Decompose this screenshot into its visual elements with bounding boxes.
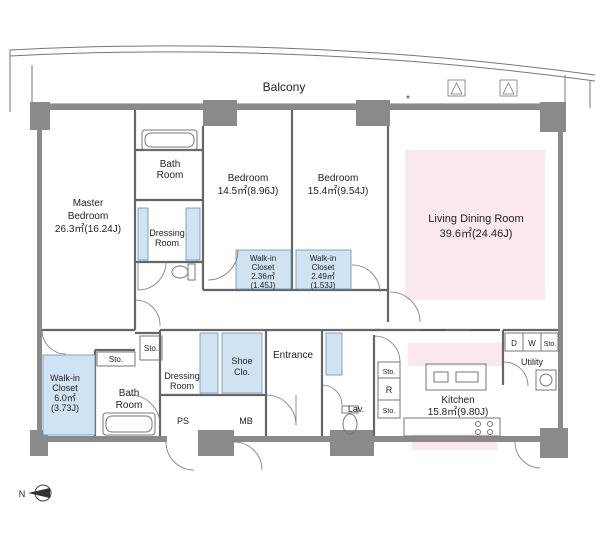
storage-kitchen-2-label: Sto. — [383, 408, 396, 415]
bath-room-bottom-label-2: Room — [116, 400, 143, 411]
dressing-room-bottom-label-1: Dressing — [164, 371, 200, 381]
dressing-closet-top — [137, 207, 149, 261]
lavatory-label: Lav. — [348, 404, 364, 414]
kitchen-area-label: 15.8㎡(9.80J) — [428, 406, 489, 418]
dressing-closet-top-right — [185, 207, 201, 261]
walk-in-closet-a — [235, 249, 292, 290]
wic-a-label-3: 2.36㎡ — [251, 272, 275, 281]
washer-label: W — [528, 339, 536, 348]
storage-utility-label: Sto. — [544, 341, 557, 348]
wic-b-label-3: 2.49㎡ — [311, 272, 335, 281]
kitchen-counter — [403, 363, 501, 437]
storage-left-label: Sto. — [109, 355, 123, 364]
bedroom-1-area: 14.5㎡(8.96J) — [218, 185, 279, 197]
wic-b-label-2: Closet — [312, 263, 335, 272]
entrance-label: Entrance — [273, 350, 313, 361]
washer-icon — [535, 369, 557, 391]
wic-a-label-4: (1.45J) — [251, 281, 276, 290]
wic-c-label-2: Closet — [52, 383, 78, 393]
bath-room-bottom-label-1: Bath — [119, 388, 140, 399]
walls — [30, 100, 568, 458]
dressing-closet-bottom — [199, 332, 219, 394]
dressing-room-top-label-1: Dressing — [149, 228, 185, 238]
wic-b-label-4: (1.53J) — [311, 281, 336, 290]
living-dining-area: 39.6㎡(24.46J) — [440, 227, 513, 240]
bedroom-1-label: Bedroom — [228, 173, 269, 184]
room-labels: Bath Room Bedroom 14.5㎡(8.96J) Bedroom 1… — [50, 159, 556, 426]
ps-label: PS — [177, 416, 189, 426]
balcony-area: Balcony — [9, 45, 596, 112]
compass-north-label: N — [19, 489, 26, 499]
wic-c-label-1: Walk-in — [50, 373, 80, 383]
wic-b-label-1: Walk-in — [310, 254, 336, 263]
wic-c-label-3: 6.0㎡ — [54, 393, 76, 403]
shoe-closet — [221, 332, 263, 394]
storage-kitchen-1-label: Sto. — [383, 369, 396, 376]
toilet-icon — [341, 405, 359, 435]
bath-room-top-label-1: Bath — [160, 159, 181, 170]
master-bedroom-label-2: Bedroom — [68, 211, 109, 222]
dressing-room-top-label-2: Room — [155, 238, 179, 248]
shoe-closet-label-1: Shoe — [231, 356, 252, 366]
wic-a-label-2: Closet — [252, 263, 275, 272]
refrigerator-label: R — [386, 385, 393, 395]
bath-room-top-label-2: Room — [157, 170, 184, 181]
dryer-label: D — [511, 339, 517, 348]
shoe-closet-label-2: Clo. — [234, 367, 250, 377]
master-bedroom-area: 26.3㎡(16.24J) — [55, 223, 121, 235]
north-arrow-icon — [28, 488, 50, 498]
master-bedroom-label-1: Master — [73, 198, 104, 209]
doors — [41, 249, 541, 471]
toilet-icon — [171, 263, 196, 281]
wic-a-label-1: Walk-in — [250, 254, 276, 263]
bedroom-2-label: Bedroom — [318, 173, 359, 184]
vent-icon — [447, 79, 518, 97]
balcony-label: Balcony — [263, 80, 306, 94]
storage-mid-label: Sto. — [144, 344, 158, 353]
living-room-area — [405, 150, 545, 300]
bathtub-icon — [102, 412, 156, 436]
entrance-closet — [325, 332, 343, 376]
compass: N — [19, 484, 52, 502]
kitchen-label: Kitchen — [441, 395, 474, 406]
storage-boxes — [96, 332, 559, 419]
bedroom-2-area: 15.4㎡(9.54J) — [308, 185, 369, 197]
dressing-room-bottom-label-2: Room — [170, 381, 194, 391]
living-dining-label: Living Dining Room — [428, 213, 523, 225]
bathtub-icon — [141, 129, 198, 151]
mb-label: MB — [239, 416, 253, 426]
kitchen-area — [408, 343, 503, 366]
utility-label: Utility — [521, 357, 543, 367]
walk-in-closet-c — [42, 354, 96, 436]
wic-c-label-4: (3.73J) — [51, 403, 79, 413]
walk-in-closet-b — [295, 249, 352, 290]
